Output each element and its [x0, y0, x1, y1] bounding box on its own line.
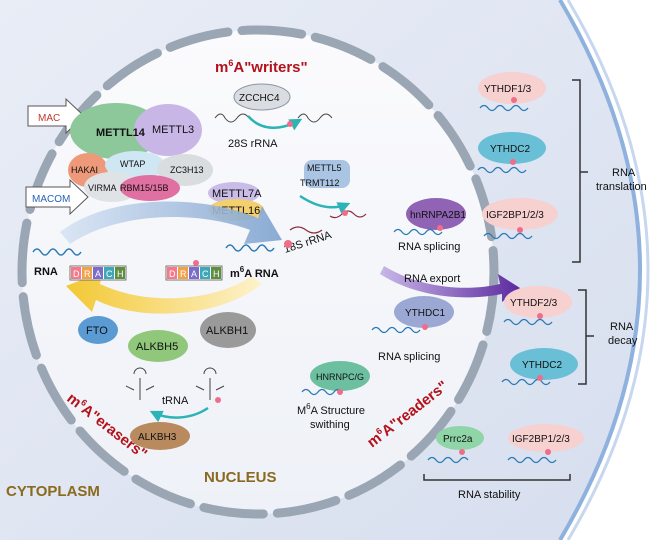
m6a-rna-label: m6A RNA	[230, 265, 279, 280]
mettl5-label: METTL5	[307, 163, 342, 173]
trmt112-label: TRMT112	[300, 178, 339, 188]
drach-motif-left: D R A C H	[71, 267, 125, 279]
svg-text:MAC: MAC	[38, 113, 60, 124]
svg-text:A: A	[191, 269, 197, 279]
decay-bracket	[578, 289, 594, 385]
hnrnpa2b1-group: hnRNPA2B1 RNA splicing	[393, 198, 466, 253]
decay-label-1: RNA	[610, 321, 634, 333]
svg-text:C: C	[202, 269, 209, 279]
rna-label: RNA	[34, 266, 58, 278]
ythdc2-group-b: YTHDC2	[501, 348, 578, 386]
zc3h13-label: ZC3H13	[170, 165, 204, 175]
trna-label: tRNA	[162, 395, 189, 407]
mettl14-label: METTL14	[96, 127, 146, 139]
alkbh3-label: ALKBH3	[138, 432, 177, 443]
structure-label-line2: swithing	[310, 419, 350, 431]
svg-text:H: H	[213, 269, 220, 279]
alkbh1-label: ALKBH1	[206, 325, 248, 337]
writer-complex: METTL14 METTL3 HAKAI WTAP ZC3H13 VIRMA R…	[68, 103, 213, 202]
translation-label-1: RNA	[612, 167, 636, 179]
svg-text:C: C	[106, 269, 113, 279]
fto-label: FTO	[86, 325, 108, 337]
ythdc2-label-a: YTHDC2	[490, 144, 530, 155]
demethylation-arrow	[66, 272, 262, 314]
zcchc4-label: ZCCHC4	[239, 93, 280, 104]
erasers: FTO ALKBH5 ALKBH1	[78, 312, 256, 362]
wtap-label: WTAP	[120, 159, 145, 169]
ythdf13-label: YTHDF1/3	[484, 84, 532, 95]
stability-label: RNA stability	[458, 489, 521, 501]
drach-motif-right: D R A C H	[167, 267, 221, 279]
decay-label-2: decay	[608, 335, 638, 347]
ythdf23-group: YTHDF2/3	[503, 286, 572, 326]
prrc2a-group: Prrc2a	[427, 426, 484, 464]
svg-text:H: H	[117, 269, 124, 279]
hnrnpc-label: HNRNPC/G	[316, 372, 364, 382]
macom-arrow: MACOM	[25, 178, 89, 216]
cytoplasm-label: CYTOPLASM	[6, 483, 100, 500]
prrc2a-label: Prrc2a	[443, 434, 473, 445]
mettl3-label: METTL3	[152, 124, 194, 136]
hnrnpa2b1-label: hnRNPA2B1	[410, 210, 466, 221]
rbm-blob	[120, 175, 180, 201]
rna-splicing-label-2: RNA splicing	[378, 351, 440, 363]
mettl7a-label: METTL7A	[212, 188, 262, 200]
unmethylated-rna: RNA D R A C H	[32, 248, 127, 281]
writers-title: m6A"writers"	[215, 58, 308, 76]
mettl3-blob	[134, 104, 202, 156]
ythdf13-group: YTHDF1/3	[478, 72, 546, 112]
ythdc1-label: YTHDC1	[405, 308, 445, 319]
rna-export-label: RNA export	[404, 273, 460, 285]
rbm-label: RBM15/15B	[120, 183, 169, 193]
hnrnpc-group: HNRNPC/G M6A Structure swithing	[297, 361, 370, 431]
svg-text:D: D	[169, 269, 176, 279]
svg-text:R: R	[180, 269, 187, 279]
virma-label: VIRMA	[88, 183, 117, 193]
igf2bp-group-b: IGF2BP1/2/3	[507, 424, 584, 464]
translation-bracket	[572, 79, 588, 263]
methylated-rna: m6A RNA D R A C H	[165, 240, 292, 281]
svg-text:A: A	[95, 269, 101, 279]
rrna-28s-label: 28S rRNA	[228, 138, 278, 150]
igf2bp-group-a: IGF2BP1/2/3	[482, 198, 558, 240]
extracellular-space	[560, 0, 669, 540]
svg-text:R: R	[84, 269, 91, 279]
methylation-arrow	[60, 201, 282, 244]
igf2bp-label-a: IGF2BP1/2/3	[486, 210, 544, 221]
structure-label: M6A Structure	[297, 402, 365, 417]
nuclear-envelope	[17, 25, 499, 519]
translation-label-2: translation	[596, 181, 647, 193]
svg-text:D: D	[73, 269, 80, 279]
trna-group: tRNA ALKBH3	[125, 367, 225, 450]
zc3h13-blob	[157, 154, 213, 186]
svg-text:MACOM: MACOM	[32, 194, 70, 205]
rna-export-arrow: RNA export	[380, 266, 520, 302]
cell-membrane	[558, 0, 642, 540]
alkbh5-label: ALKBH5	[136, 341, 178, 353]
rna-splicing-label-1: RNA splicing	[398, 241, 460, 253]
zcchc4-group: ZCCHC4 28S rRNA	[214, 83, 333, 150]
nucleus-label: NUCLEUS	[204, 469, 277, 486]
ythdc2-label-b: YTHDC2	[522, 360, 562, 371]
stability-bracket	[423, 474, 571, 481]
ythdf23-label: YTHDF2/3	[510, 298, 558, 309]
hakai-label: HAKAI	[71, 165, 98, 175]
ythdc1-group: YTHDC1 RNA splicing	[371, 296, 454, 363]
igf2bp-label-b: IGF2BP1/2/3	[512, 434, 570, 445]
ythdc2-group-a: YTHDC2	[477, 132, 546, 174]
wtap-blob	[105, 151, 165, 179]
